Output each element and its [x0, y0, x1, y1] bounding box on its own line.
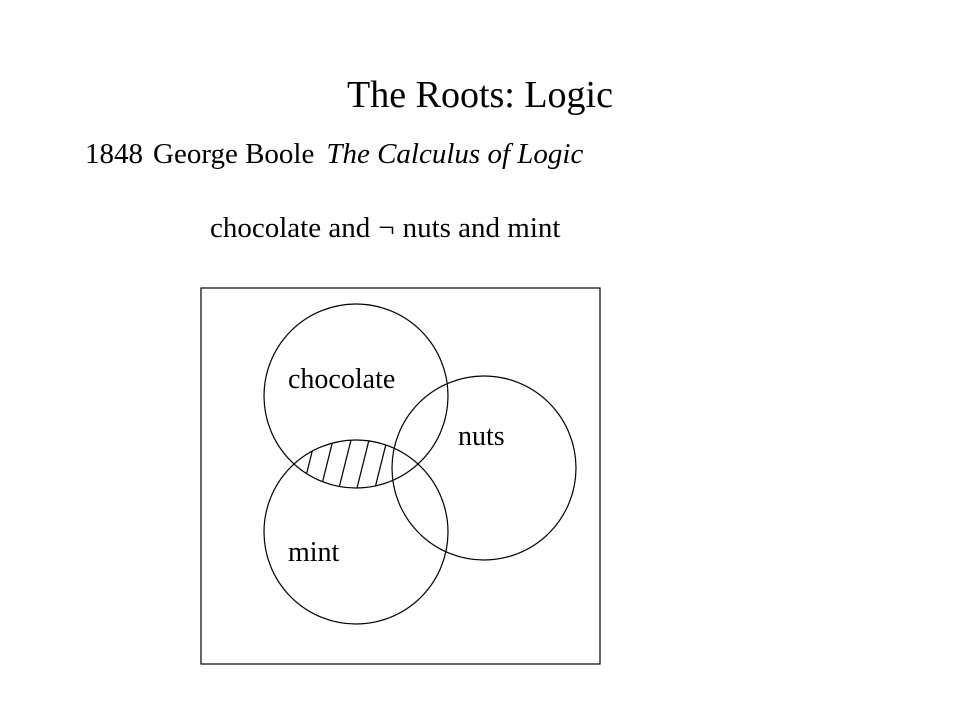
chocolate-circle — [263, 303, 449, 489]
subtitle-year: 1848 — [85, 138, 143, 170]
not-symbol: ¬ — [378, 212, 395, 244]
universe-box — [200, 287, 601, 665]
subtitle-work: The Calculus of Logic — [326, 138, 584, 170]
slide-title: The Roots: Logic — [347, 74, 613, 116]
nuts-circle — [391, 375, 577, 561]
hatch-line — [317, 440, 334, 488]
hatch-line — [371, 440, 388, 488]
expression-right: nuts and mint — [402, 212, 561, 244]
hatch-line — [353, 440, 370, 488]
mint-label: mint — [288, 537, 340, 568]
expression-left: chocolate and — [210, 212, 371, 244]
mint-circle — [263, 439, 449, 625]
subtitle-author: George Boole — [153, 138, 315, 170]
logic-expression: chocolate and¬nuts and mint — [210, 210, 560, 246]
slide-subtitle: 1848 George Boole The Calculus of Logic — [85, 136, 583, 172]
chocolate-label: chocolate — [288, 364, 395, 395]
hatch-line — [335, 440, 352, 488]
nuts-label: nuts — [458, 421, 505, 452]
